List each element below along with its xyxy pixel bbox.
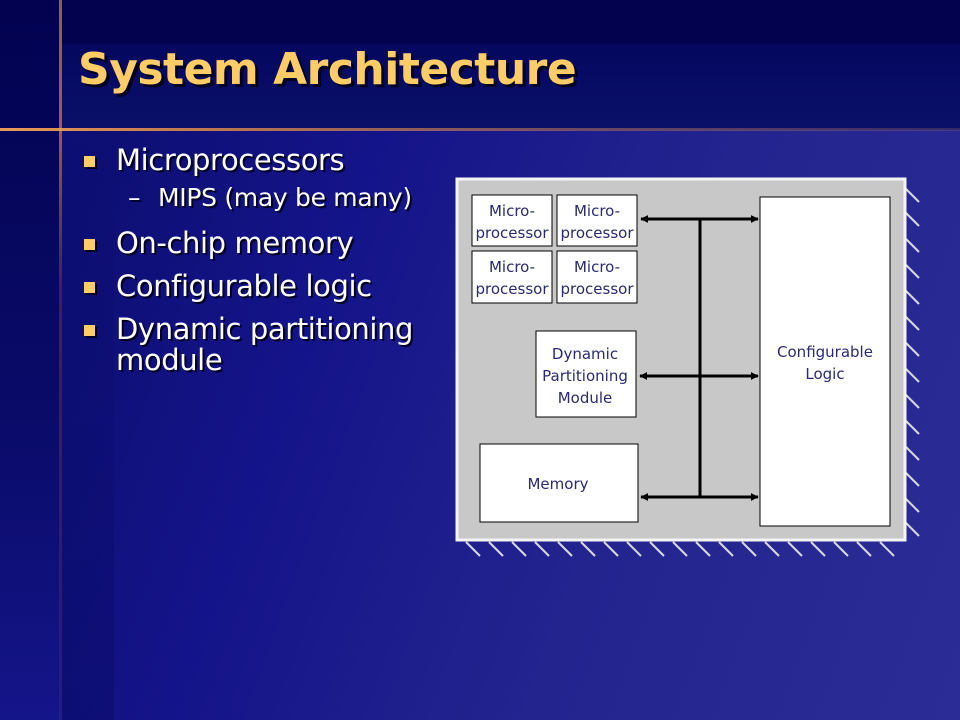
memory-box: Memory — [479, 443, 639, 523]
left-column-band — [0, 0, 62, 720]
dynamic-partitioning-module-box: Dynamic Partitioning Module — [535, 330, 637, 418]
microprocessor-label-line2: processor — [476, 280, 550, 298]
ground-hatching-bottom — [465, 541, 895, 557]
vertical-accent-line — [59, 0, 62, 720]
sub-bullet-mips: – MIPS (may be many) — [82, 184, 422, 212]
header-strip — [0, 0, 960, 44]
microprocessor-label-line1: Micro- — [574, 202, 620, 220]
bullet-microprocessors: Microprocessors — [82, 145, 422, 176]
memory-label: Memory — [527, 475, 588, 493]
configurable-logic-box: Configurable Logic — [759, 196, 891, 527]
bullet-text: Dynamic partitioning module — [116, 312, 414, 377]
configurable-logic-label-line1: Configurable — [777, 343, 873, 361]
bullet-square-icon — [84, 282, 95, 293]
sub-bullet-text: MIPS (may be many) — [158, 183, 412, 212]
bullet-list: Microprocessors – MIPS (may be many) On-… — [82, 145, 422, 388]
dpm-label-line3: Module — [558, 389, 613, 407]
left-column-band-secondary — [62, 130, 114, 720]
bullet-configurable-logic: Configurable logic — [82, 271, 422, 302]
microprocessor-box: Micro- processor — [556, 194, 638, 247]
configurable-logic-label-line2: Logic — [805, 365, 844, 383]
dpm-label-line1: Dynamic — [552, 345, 618, 363]
microprocessor-box: Micro- processor — [556, 250, 638, 304]
bullet-square-icon — [84, 156, 95, 167]
microprocessor-label-line1: Micro- — [574, 258, 620, 276]
slide-title: System Architecture — [78, 44, 577, 95]
microprocessor-box: Micro- processor — [471, 194, 553, 247]
bullet-square-icon — [84, 325, 95, 336]
microprocessor-label-line1: Micro- — [489, 258, 535, 276]
horizontal-accent-line — [0, 128, 960, 131]
bullet-square-icon — [84, 239, 95, 250]
microprocessor-label-line2: processor — [561, 280, 635, 298]
bullet-on-chip-memory: On-chip memory — [82, 228, 422, 259]
microprocessor-box: Micro- processor — [471, 250, 553, 304]
dpm-label-line2: Partitioning — [542, 367, 628, 385]
microprocessor-label-line1: Micro- — [489, 202, 535, 220]
microprocessor-label-line2: processor — [476, 224, 550, 242]
bullet-text: Microprocessors — [116, 143, 345, 177]
dash-icon: – — [128, 183, 141, 212]
bullet-text: Configurable logic — [116, 269, 372, 303]
microprocessor-label-line2: processor — [561, 224, 635, 242]
ground-hatching-right — [904, 187, 920, 537]
bullet-text: On-chip memory — [116, 226, 354, 260]
bullet-dynamic-partitioning-module: Dynamic partitioning module — [82, 314, 422, 376]
